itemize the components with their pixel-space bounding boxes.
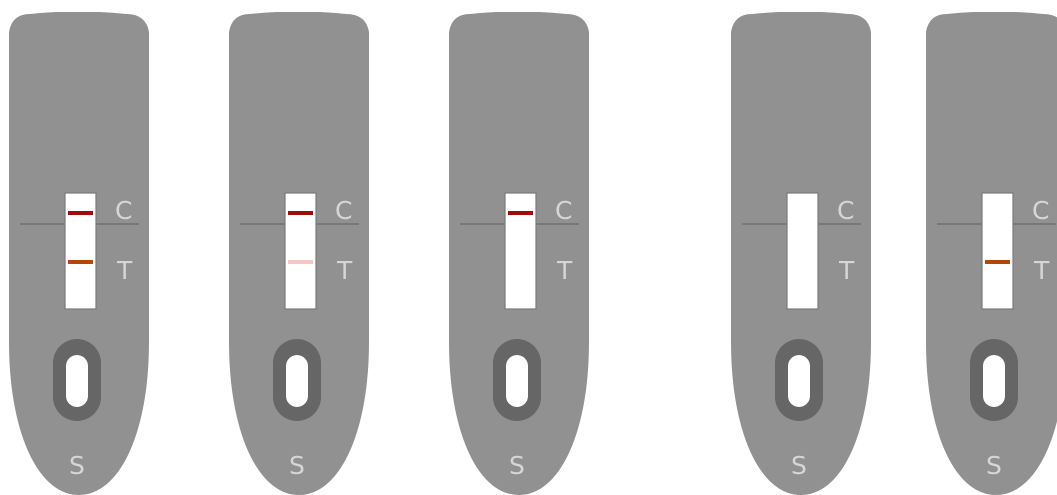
test-line-faint xyxy=(288,260,313,264)
sample-label: S xyxy=(986,453,1002,478)
sample-label: S xyxy=(509,453,525,478)
sample-well xyxy=(66,355,88,407)
test-label: T xyxy=(1034,258,1049,283)
test-cassette: C T S xyxy=(925,12,1057,495)
test-label: T xyxy=(839,258,854,283)
control-label: C xyxy=(115,198,132,223)
test-cassette: C T S xyxy=(448,12,590,495)
cassette-graphic xyxy=(8,12,150,495)
control-line xyxy=(288,211,313,215)
test-label: T xyxy=(337,258,352,283)
result-window xyxy=(787,193,818,309)
control-label: C xyxy=(837,198,854,223)
cassette-graphic xyxy=(925,12,1057,495)
control-line xyxy=(508,211,533,215)
sample-label: S xyxy=(69,453,85,478)
control-label: C xyxy=(555,198,572,223)
test-label: T xyxy=(557,258,572,283)
sample-well xyxy=(506,355,528,407)
test-label: T xyxy=(117,258,132,283)
result-window xyxy=(505,193,536,309)
sample-well xyxy=(788,355,810,407)
cassette-graphic xyxy=(228,12,370,495)
result-window xyxy=(982,193,1013,309)
sample-label: S xyxy=(791,453,807,478)
result-window xyxy=(65,193,96,309)
control-line xyxy=(68,211,93,215)
test-cassette: C T S xyxy=(8,12,150,495)
test-cassette: C T S xyxy=(228,12,370,495)
result-window xyxy=(285,193,316,309)
test-line xyxy=(985,260,1010,264)
sample-label: S xyxy=(289,453,305,478)
sample-well xyxy=(983,355,1005,407)
control-label: C xyxy=(1032,198,1049,223)
test-cassette: C T S xyxy=(730,12,872,495)
test-line xyxy=(68,260,93,264)
sample-well xyxy=(286,355,308,407)
control-label: C xyxy=(335,198,352,223)
cassette-graphic xyxy=(730,12,872,495)
cassette-graphic xyxy=(448,12,590,495)
